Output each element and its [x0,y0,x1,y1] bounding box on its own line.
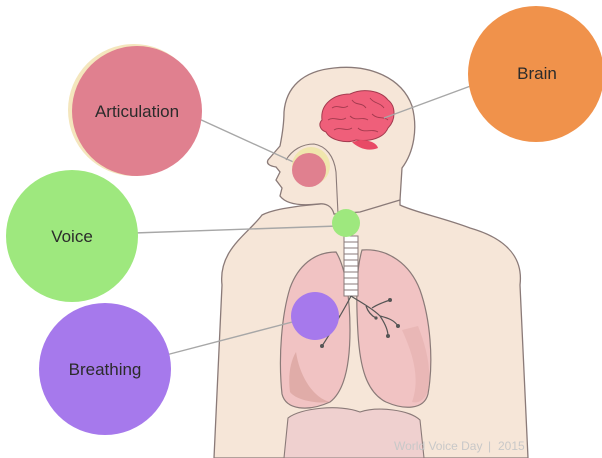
breathing-label: Breathing [69,360,142,379]
trachea [344,236,358,296]
credit-separator: | [488,439,491,453]
breathing-bubble: Breathing [39,303,171,435]
credit-year: 2015 [498,439,525,453]
lung-marker [291,292,339,340]
voice-label: Voice [51,227,93,246]
brain-bubble: Brain [468,6,602,142]
voice-bubble: Voice [6,170,138,302]
brain-label: Brain [517,64,557,83]
mouth-marker-dot [292,153,326,187]
larynx-marker [332,209,360,237]
articulation-bubble: Articulation [68,44,202,176]
credit-source: World Voice Day [394,439,482,453]
articulation-label: Articulation [95,102,179,121]
body-illustration [214,67,528,458]
credit-watermark: World Voice Day | 2015 [394,439,525,453]
